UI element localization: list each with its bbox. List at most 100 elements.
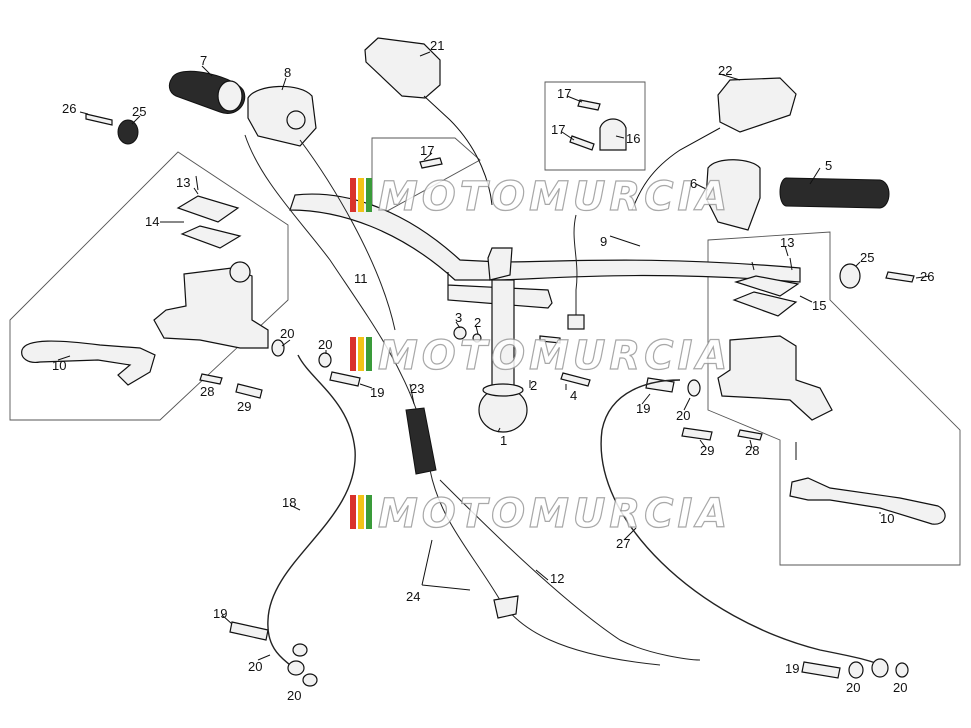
banjo-fitting-right — [871, 658, 889, 678]
callout-21: 21 — [430, 38, 444, 53]
callout-19b: 19 — [636, 401, 650, 416]
callout-2a: 2 — [474, 315, 481, 330]
callout-19c: 19 — [213, 606, 227, 621]
mirror-left — [364, 37, 441, 99]
reservoir-cap-right — [733, 275, 800, 297]
callout-20a: 20 — [280, 326, 294, 341]
left-master-cylinder-frame — [9, 151, 289, 421]
mirror-right — [717, 77, 797, 133]
brake-hose-18 — [267, 354, 356, 666]
callout-12: 12 — [550, 571, 564, 586]
callout-29b: 29 — [700, 443, 714, 458]
left-master-cylinder — [153, 267, 269, 349]
bolt-17-a — [577, 99, 601, 111]
bolt-17-c — [419, 157, 443, 169]
svg-text:MOTOMURCIA: MOTOMURCIA — [378, 333, 731, 379]
leader-lines — [57, 51, 931, 661]
callout-10b: 10 — [880, 511, 894, 526]
reservoir-diaphragm-right — [732, 291, 798, 317]
left-grip-end — [217, 80, 243, 112]
switch-23 — [405, 407, 437, 475]
callout-5: 5 — [825, 158, 832, 173]
callout-26a: 26 — [62, 101, 76, 116]
cable-11-b — [299, 139, 396, 331]
callout-13a: 13 — [176, 175, 190, 190]
svg-text:MOTOMURCIA: MOTOMURCIA — [378, 491, 731, 537]
bolt-17-b — [569, 135, 595, 151]
bleeder-28-left — [199, 373, 223, 385]
svg-text:MOTOMURCIA: MOTOMURCIA — [378, 174, 731, 220]
banjo-bolt-19-d — [801, 661, 841, 679]
nut-3 — [453, 326, 467, 340]
callout-17a: 17 — [557, 86, 571, 101]
washer-20-g — [895, 662, 909, 678]
callout-20c: 20 — [676, 408, 690, 423]
callout-25a: 25 — [132, 104, 146, 119]
watermark-middle: MOTOMURCIA — [350, 332, 731, 380]
clamp-16 — [599, 118, 627, 151]
callout-20d: 20 — [248, 659, 262, 674]
callout-22: 22 — [718, 63, 732, 78]
callout-11: 11 — [354, 271, 368, 286]
mirror-right-stem — [631, 127, 721, 211]
callout-7: 7 — [200, 53, 207, 68]
washer-20-b — [318, 352, 332, 368]
handlebar-clamp — [487, 247, 513, 281]
callout-15: 15 — [812, 298, 826, 313]
reservoir-diaphragm-left — [180, 225, 242, 249]
washer-20-a — [271, 339, 285, 357]
right-switch-housing — [705, 159, 761, 231]
left-switch-bore — [286, 110, 306, 130]
right-lever — [789, 477, 946, 525]
callout-19a: 19 — [370, 385, 384, 400]
callout-27: 27 — [616, 536, 630, 551]
throttle-wire — [573, 214, 578, 315]
screw-13-left — [195, 175, 199, 191]
washer-2 — [472, 333, 482, 343]
callout-25b: 25 — [860, 250, 874, 265]
washer-20-d — [302, 673, 318, 687]
callout-6: 6 — [690, 176, 697, 191]
leader-24 — [421, 539, 471, 591]
bleeder-28-right — [737, 429, 763, 441]
callout-9: 9 — [600, 234, 607, 249]
callout-13b: 13 — [780, 235, 794, 250]
banjo-fitting-lower — [287, 660, 305, 676]
cap-29-right — [681, 427, 713, 441]
left-switch-housing — [247, 85, 317, 147]
callout-18: 18 — [282, 495, 296, 510]
callout-20f: 20 — [846, 680, 860, 695]
callout-20b: 20 — [318, 337, 332, 352]
bar-end-weight-right — [839, 263, 861, 289]
callout-28b: 28 — [745, 443, 759, 458]
callout-29a: 29 — [237, 399, 251, 414]
left-lever — [21, 340, 156, 386]
callout-28a: 28 — [200, 384, 214, 399]
callout-17c: 17 — [420, 143, 434, 158]
bar-end-weight-left — [117, 119, 139, 145]
washer-20-f — [848, 661, 864, 679]
left-mc-fitting — [229, 261, 251, 283]
right-grip — [779, 177, 890, 209]
bolt-4 — [560, 372, 591, 387]
right-master-cylinder — [717, 335, 833, 421]
callout-3: 3 — [455, 310, 462, 325]
callout-26b: 26 — [920, 269, 934, 284]
watermark-bottom: MOTOMURCIA — [350, 490, 731, 538]
cable-adjuster — [493, 595, 519, 619]
mirror-clamp-frame — [544, 81, 646, 171]
callout-labels: 1 2 2 3 4 5 6 7 8 9 10 10 11 12 13 13 14… — [52, 38, 934, 703]
cap-29-left — [235, 383, 263, 399]
callout-20g: 20 — [893, 680, 907, 695]
callout-16: 16 — [626, 131, 640, 146]
reservoir-cap-left — [176, 195, 240, 223]
washer-20-e — [687, 379, 701, 397]
callout-24: 24 — [406, 589, 420, 604]
callout-19d: 19 — [785, 661, 799, 676]
callout-2b: 2 — [530, 378, 537, 393]
callout-17b: 17 — [551, 122, 565, 137]
callout-8: 8 — [284, 65, 291, 80]
cable-11 — [244, 134, 421, 421]
bar-end-bolt-left — [85, 113, 113, 126]
